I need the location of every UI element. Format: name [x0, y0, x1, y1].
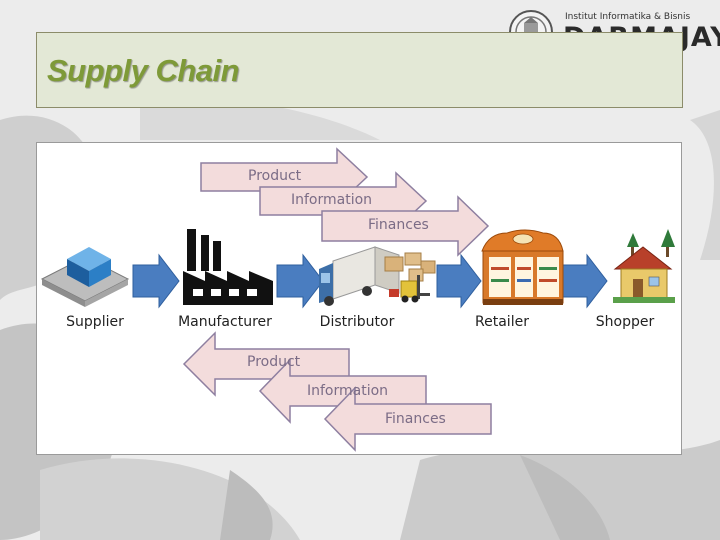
storefront-icon	[481, 229, 564, 305]
forward-flow-label-information: Information	[291, 192, 373, 208]
node-label-shopper: Shopper	[595, 314, 655, 330]
node-label-manufacturer: Manufacturer	[178, 314, 272, 330]
page-title: Supply Chain	[47, 53, 240, 88]
house-icon	[613, 229, 675, 303]
chevron-arrow-1	[132, 253, 180, 309]
reverse-flow-label-information: Information	[307, 383, 389, 399]
supply-chain-diagram: Supplier Manufacturer Distributor Retail…	[36, 142, 682, 455]
reverse-flow-label-finances: Finances	[385, 411, 446, 427]
logo-tagline: Institut Informatika & Bisnis	[565, 12, 691, 22]
delivery-truck-icon	[319, 246, 436, 306]
reverse-arrow-finances	[323, 386, 492, 452]
reverse-flow-label-product: Product	[247, 354, 301, 370]
warehouse-cube-icon	[40, 247, 130, 307]
node-label-supplier: Supplier	[66, 314, 124, 330]
forward-arrow-finances	[321, 195, 490, 257]
node-label-retailer: Retailer	[475, 314, 529, 330]
factory-icon	[183, 229, 273, 305]
chevron-arrow-3	[436, 253, 482, 309]
title-box: Supply Chain	[36, 32, 683, 108]
chevron-arrow-4	[562, 253, 608, 309]
forward-flow-label-product: Product	[248, 168, 302, 184]
diagram-canvas	[40, 147, 675, 452]
chevron-arrow-2	[276, 253, 324, 309]
forward-flow-label-finances: Finances	[368, 217, 429, 233]
node-label-distributor: Distributor	[319, 314, 395, 330]
